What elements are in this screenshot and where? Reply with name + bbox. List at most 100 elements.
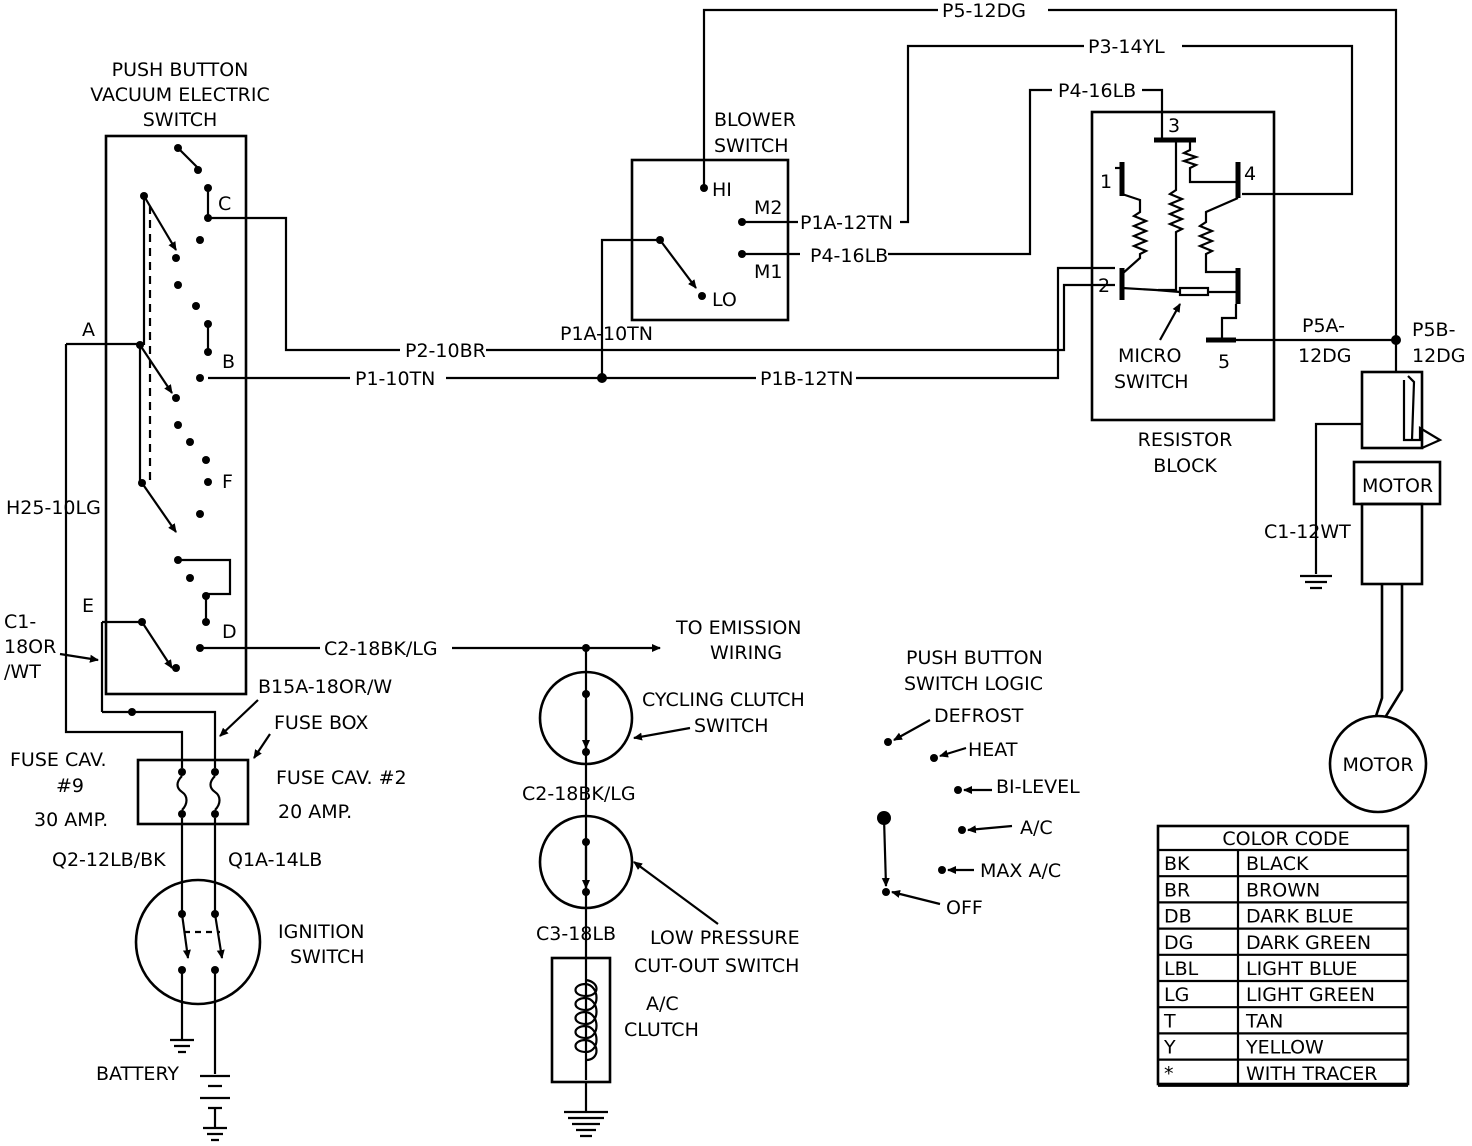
color-code-table: COLOR CODE BK BLACK BR BROWN DB DARK BLUE DG DA… (1156, 824, 1410, 1087)
color-code-name: BLACK (1246, 853, 1309, 875)
color-code-row: T TAN (1158, 1007, 1408, 1035)
motor-label: MOTOR (1342, 754, 1413, 776)
fuse-box-title: FUSE BOX (274, 712, 368, 734)
cycling-clutch-2: SWITCH (694, 715, 769, 737)
wire-p5b-2: 12DG (1412, 345, 1466, 367)
color-code-title: COLOR CODE (1222, 828, 1349, 850)
color-code-row: LG LIGHT GREEN (1158, 981, 1408, 1009)
blower-title-2: SWITCH (714, 135, 789, 157)
blower-motor: MOTOR C1-12WT MOTOR (1264, 370, 1443, 814)
color-code-abbrev: DG (1164, 932, 1193, 954)
wire-p5a-1: P5A- (1302, 315, 1345, 337)
blower-terminal-lo: LO (712, 289, 737, 311)
motor-label-box: MOTOR (1362, 475, 1433, 497)
wire-p1-10tn: P1-10TN (355, 368, 435, 390)
color-code-abbrev: DB (1164, 906, 1192, 928)
battery-label: BATTERY (96, 1063, 179, 1085)
color-code-name: DARK BLUE (1246, 906, 1354, 928)
micro-switch-1: MICRO (1118, 345, 1181, 367)
fuse-cav2-1: FUSE CAV. #2 (276, 767, 407, 789)
logic-off: OFF (946, 897, 983, 919)
motor-circle (1328, 714, 1428, 814)
emission-line-2: WIRING (710, 642, 782, 664)
fuse-box-rect (136, 758, 250, 826)
push-button-title-2: VACUUM ELECTRIC (90, 84, 270, 106)
wire-c1-line-1: C1- (4, 611, 36, 633)
color-code-name: BROWN (1246, 879, 1320, 901)
blower-terminal-m2: M2 (754, 197, 782, 219)
push-button-switch-box (104, 134, 248, 696)
logic-max-ac: MAX A/C (980, 860, 1061, 882)
fuse-cav9-1: FUSE CAV. (10, 749, 107, 771)
color-code-row: BR BROWN (1158, 876, 1408, 904)
push-button-title-3: SWITCH (143, 109, 218, 131)
push-button-title-1: PUSH BUTTON (112, 59, 249, 81)
terminal-e: E (82, 595, 94, 617)
color-code-abbrev: BK (1164, 853, 1190, 875)
wire-p4-16lb: P4-16LB (810, 245, 888, 267)
switch-logic: PUSH BUTTON SWITCH LOGIC DEFROST HEAT BI… (877, 647, 1080, 919)
color-code-row: LBL LIGHT BLUE (1158, 954, 1408, 983)
color-code-name: TAN (1245, 1010, 1283, 1032)
wire-q1a-14lb: Q1A-14LB (228, 849, 322, 871)
resistor-terminal-2: 2 (1098, 275, 1110, 297)
wire-c1-12wt: C1-12WT (1264, 521, 1351, 543)
fuse-box: FUSE BOX B15A-18OR/W FUSE CAV. #9 30 AMP… (10, 676, 407, 912)
switch-logic-title-1: PUSH BUTTON (906, 647, 1043, 669)
clutch-circuit: CYCLING CLUTCH SWITCH C2-18BK/LG LOW PRE… (522, 648, 805, 1138)
low-pressure-switch (538, 814, 634, 910)
resistor-title-1: RESISTOR (1138, 429, 1233, 451)
emission-line-1: TO EMISSION (675, 617, 802, 639)
wire-p1a-12tn: P1A-12TN (800, 212, 893, 234)
push-button-switch: PUSH BUTTON VACUUM ELECTRIC SWITCH (82, 59, 270, 712)
terminal-d: D (222, 621, 237, 643)
wire-p5a-2: 12DG (1298, 345, 1352, 367)
logic-defrost: DEFROST (934, 705, 1024, 727)
color-code-abbrev: T (1163, 1010, 1176, 1032)
color-code-name: DARK GREEN (1246, 932, 1371, 954)
wire-c2-18bk-lg: C2-18BK/LG (324, 638, 438, 660)
micro-switch-2: SWITCH (1114, 371, 1189, 393)
color-code-row: DB DARK BLUE (1158, 902, 1408, 930)
terminal-f: F (222, 471, 233, 493)
ignition-label-2: SWITCH (290, 946, 365, 968)
logic-ac: A/C (1020, 817, 1053, 839)
color-code-name: LIGHT BLUE (1246, 958, 1357, 980)
blower-terminal-hi: HI (712, 179, 732, 201)
color-code-abbrev: LBL (1164, 958, 1199, 980)
resistor-terminal-5: 5 (1218, 351, 1230, 373)
color-code-row: Y YELLOW (1158, 1033, 1408, 1061)
blower-terminal-m1: M1 (754, 261, 782, 283)
wire-c1-line-3: /WT (4, 661, 41, 683)
color-code-name: LIGHT GREEN (1246, 984, 1375, 1006)
wire-h25-10lg: H25-10LG (6, 497, 101, 519)
ignition-label-1: IGNITION (278, 921, 365, 943)
wire-p3-14yl: P3-14YL (1088, 36, 1165, 58)
wire-c3-18lb: C3-18LB (536, 923, 616, 945)
fuse-cav9-3: 30 AMP. (34, 809, 108, 831)
resistor-block: RESISTOR BLOCK 3 1 4 2 5 MICRO SWITCH (1090, 110, 1466, 477)
color-code-abbrev: BR (1164, 879, 1190, 901)
wire-b15a: B15A-18OR/W (258, 676, 392, 698)
wire-p4-16lb-top: P4-16LB (1058, 80, 1136, 102)
terminal-b: B (222, 351, 235, 373)
blower-title-1: BLOWER (714, 109, 796, 131)
resistor-terminal-4: 4 (1244, 163, 1256, 185)
terminal-a: A (82, 319, 95, 341)
resistor-terminal-3: 3 (1168, 115, 1180, 137)
color-code-abbrev: Y (1163, 1037, 1176, 1059)
color-code-name: YELLOW (1245, 1037, 1324, 1059)
switch-logic-title-2: SWITCH LOGIC (904, 673, 1043, 695)
ac-clutch-1: A/C (646, 993, 679, 1015)
color-code-row: BK BLACK (1158, 850, 1408, 878)
terminal-c: C (218, 193, 231, 215)
wire-p1a-10tn: P1A-10TN (560, 323, 653, 345)
ac-clutch-2: CLUTCH (624, 1019, 699, 1041)
color-code-abbrev: LG (1164, 984, 1189, 1006)
wire-p2-10br: P2-10BR (405, 340, 486, 362)
wire-c2-18bk-lg-2: C2-18BK/LG (522, 783, 636, 805)
cycling-clutch-switch (538, 670, 634, 766)
wire-p1b-12tn: P1B-12TN (760, 368, 853, 390)
resistor-title-2: BLOCK (1153, 455, 1217, 477)
